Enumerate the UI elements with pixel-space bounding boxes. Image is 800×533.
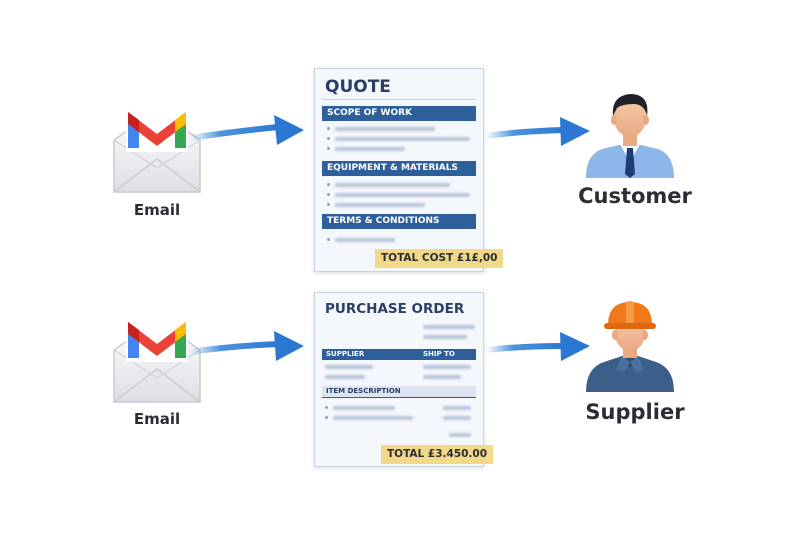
customer-label: Customer — [578, 184, 692, 208]
document-title: QUOTE — [325, 77, 391, 97]
item-description-header: ITEM DESCRIPTION — [326, 387, 401, 395]
total-cost-badge: TOTAL COST £1£,00 — [375, 249, 504, 268]
gmail-envelope-icon — [110, 314, 204, 408]
po-header-band: SUPPLIER SHIP TO — [322, 349, 476, 360]
email-label: Email — [133, 201, 181, 219]
gmail-envelope-icon — [110, 104, 204, 198]
email-label: Email — [133, 410, 181, 428]
hardhat-worker-avatar-icon — [584, 298, 676, 392]
item-header-band: ITEM DESCRIPTION — [322, 386, 476, 398]
ship-to-column-header: SHIP TO — [423, 350, 455, 358]
quote-document: QUOTE SCOPE OF WORK EQUIPMENT & MATERIAL… — [314, 68, 504, 272]
section-header: TERMS & CONDITIONS — [322, 214, 476, 229]
section-header: EQUIPMENT & MATERIALS — [322, 161, 476, 176]
supplier-column-header: SUPPLIER — [326, 350, 365, 358]
flow-arrow — [483, 112, 592, 152]
flow-arrow — [483, 326, 592, 366]
businessman-avatar-icon — [584, 88, 676, 178]
purchase-order-document: PURCHASE ORDER SUPPLIER SHIP TO ITEM DES… — [314, 292, 494, 467]
supplier-label: Supplier — [585, 400, 685, 424]
total-cost-badge: TOTAL £3.450.00 — [381, 445, 494, 464]
flow-arrow — [187, 326, 306, 366]
document-title: PURCHASE ORDER — [325, 301, 465, 317]
flow-arrow — [187, 112, 306, 152]
section-header: SCOPE OF WORK — [322, 106, 476, 121]
